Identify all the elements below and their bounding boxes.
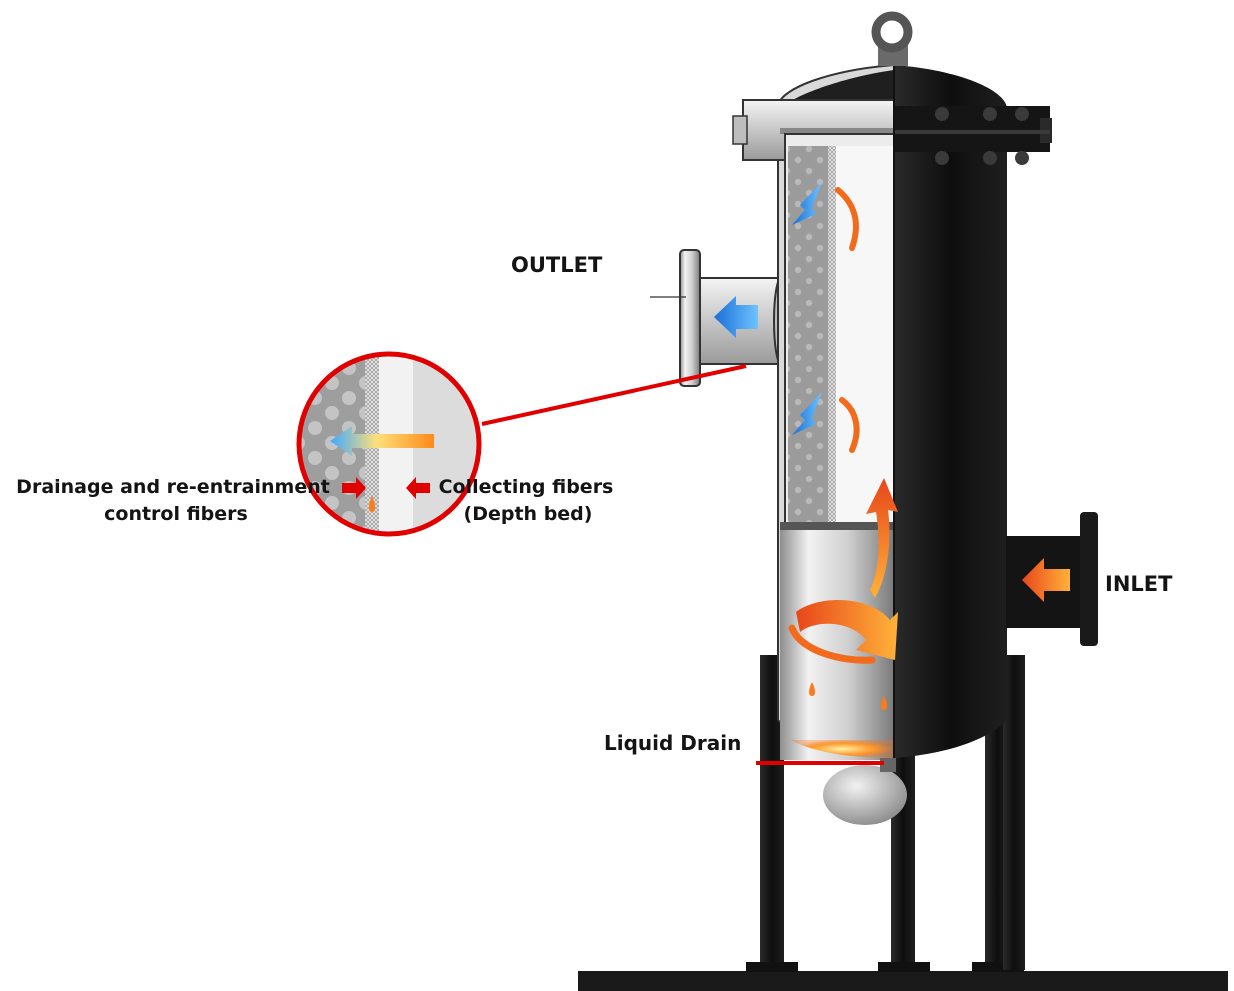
vessel-cutaway — [732, 63, 895, 760]
drainage-fibers-label-line2: control fibers — [104, 503, 248, 525]
blue-orange-flow-arrow-icon — [330, 426, 434, 456]
vessel-exterior — [894, 65, 1052, 758]
vortex-swirl-icon — [796, 600, 898, 660]
droplet-icon — [881, 696, 887, 710]
drainage-fibers-label-line1: Drainage and re-entrainment — [16, 476, 330, 498]
blue-flow-arrow-icon — [792, 392, 822, 435]
inlet-nozzle — [1006, 512, 1098, 646]
lifting-lug — [871, 11, 913, 66]
magnifier-leader-line — [481, 364, 747, 426]
outlet-nozzle — [679, 249, 789, 387]
blue-flow-arrow-icon — [792, 182, 822, 225]
outlet-label: OUTLET — [511, 253, 603, 277]
drain-bowl — [823, 765, 907, 825]
ground-base — [578, 971, 1228, 991]
collecting-pointer-arrow-icon — [406, 477, 430, 499]
collecting-fibers-label-line1: Collecting fibers — [439, 476, 614, 498]
outlet-flow-arrow-icon — [714, 296, 758, 338]
liquid-drain-label: Liquid Drain — [604, 731, 741, 755]
upward-flow-arrow-icon — [866, 478, 898, 598]
liquid-pool — [790, 740, 894, 758]
inlet-flow-arrow-icon — [1022, 558, 1070, 602]
internal-flow — [788, 182, 898, 710]
collecting-fibers-label-line2: (Depth bed) — [464, 503, 593, 525]
magnifier-detail — [296, 351, 482, 537]
droplet-icon — [809, 682, 815, 696]
droplet-icon — [369, 496, 375, 512]
drainage-pointer-arrow-icon — [342, 477, 366, 499]
inlet-label: INLET — [1105, 572, 1173, 596]
